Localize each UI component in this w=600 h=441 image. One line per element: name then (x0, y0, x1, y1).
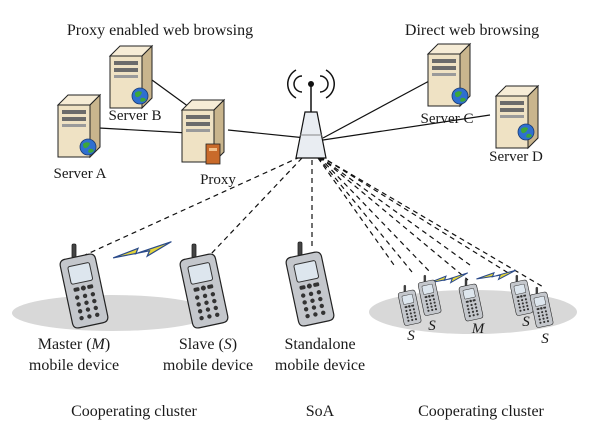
server-b-label: Server B (109, 108, 162, 124)
cluster-label-slave: S (541, 331, 549, 347)
server-d-icon (495, 85, 539, 149)
wired-links (98, 79, 491, 141)
cluster-label-master: M (471, 321, 486, 337)
cluster-label-slave: S (522, 314, 530, 330)
proxy-label: Proxy (200, 172, 236, 188)
server-a-icon (57, 94, 101, 158)
right-cluster-footer: Cooperating cluster (418, 403, 544, 420)
soa-footer: SoA (306, 403, 335, 420)
proxy-server-icon (181, 99, 225, 165)
proxy-browsing-heading: Proxy enabled web browsing (67, 22, 253, 39)
slave-device-label-line2: mobile device (163, 357, 253, 374)
standalone-phone-icon (284, 241, 336, 328)
server-a-label: Server A (54, 166, 107, 182)
left-cluster-footer: Cooperating cluster (71, 403, 197, 420)
standalone-device-label-line2: mobile device (275, 357, 365, 374)
server-c-icon (427, 43, 471, 107)
cluster-label-slave: S (428, 318, 436, 334)
left-cluster-ellipse (12, 295, 212, 331)
cluster-link-icon-right (475, 269, 517, 282)
master-device-label-line2: mobile device (29, 357, 119, 374)
slave-device-label-line1: Slave (S) (179, 336, 237, 353)
antenna-tower-icon (287, 69, 335, 159)
master-device-label-line1: Master (M) (38, 336, 110, 353)
server-c-label: Server C (421, 111, 474, 127)
server-b-icon (109, 45, 153, 109)
standalone-device-label-line1: Standalone (284, 336, 355, 353)
direct-browsing-heading: Direct web browsing (405, 22, 539, 39)
server-d-label: Server D (489, 149, 543, 165)
wireless-link-icon (112, 241, 172, 259)
cluster-label-slave: S (407, 328, 415, 344)
wireless-links (84, 155, 546, 289)
